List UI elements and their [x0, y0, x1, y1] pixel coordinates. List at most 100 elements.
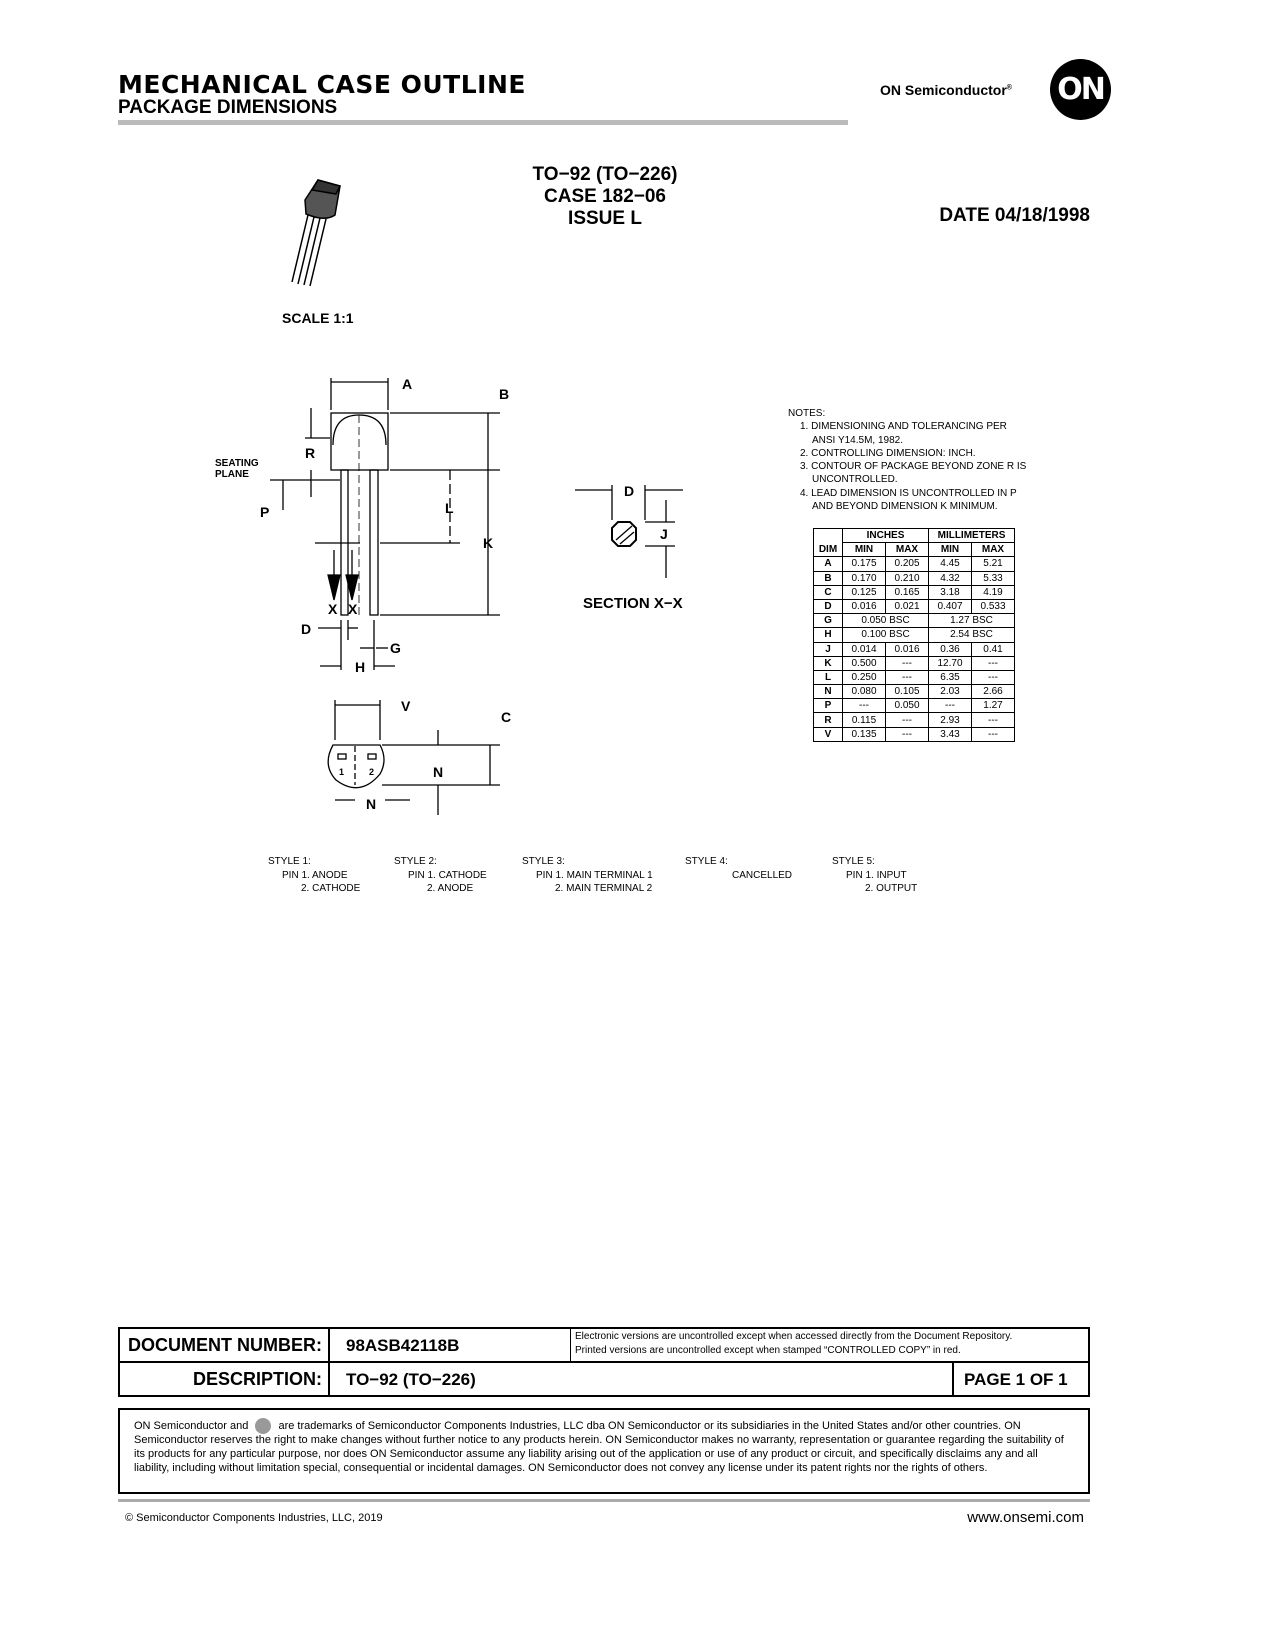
- note-item: 1. DIMENSIONING AND TOLERANCING PER ANSI…: [800, 421, 1007, 446]
- brand-text: ON Semiconductor: [880, 82, 1007, 98]
- label-d: D: [301, 621, 311, 637]
- style-title: STYLE 1:: [268, 856, 311, 867]
- table-cell: 2.54 BSC: [928, 627, 1015, 643]
- brand-reg: ®: [1006, 84, 1012, 92]
- col-header: MIN: [842, 542, 886, 558]
- table-cell: 0.080: [842, 684, 886, 700]
- table-cell: K: [813, 655, 843, 671]
- style-line: 2. ANODE: [427, 883, 474, 894]
- table-cell: G: [813, 613, 843, 629]
- brand-name: ON Semiconductor®: [880, 82, 1012, 98]
- website-link[interactable]: www.onsemi.com: [967, 1509, 1084, 1526]
- table-cell: 5.21: [971, 556, 1015, 572]
- table-cell: 5.33: [971, 570, 1015, 586]
- label-v: V: [401, 698, 411, 714]
- table-cell: 0.021: [885, 598, 929, 615]
- table-cell: P: [813, 698, 843, 714]
- table-cell: 4.32: [928, 570, 972, 586]
- style-block: STYLE 1: PIN 1. ANODE 2. CATHODE: [268, 855, 360, 896]
- label-x2: X: [348, 601, 358, 617]
- label-b: B: [499, 386, 509, 402]
- package-case: CASE 182−06: [544, 186, 666, 207]
- style-title: STYLE 4:: [685, 856, 728, 867]
- table-cell: D: [813, 598, 843, 615]
- table-cell: N: [813, 684, 843, 700]
- table-cell: ---: [971, 726, 1015, 742]
- style-line: PIN 1. INPUT: [846, 869, 907, 881]
- label-seating: SEATING: [215, 458, 259, 469]
- table-cell: 3.43: [928, 726, 972, 742]
- table-cell: C: [813, 584, 843, 600]
- table-cell: 3.18: [928, 584, 972, 600]
- table-cell: 0.41: [971, 641, 1015, 657]
- col-header: MIN: [928, 542, 972, 558]
- table-cell: ---: [885, 669, 929, 686]
- style-line: 2. MAIN TERMINAL 2: [555, 883, 653, 894]
- table-cell: 0.125: [842, 584, 886, 600]
- notice-line2: Printed versions are uncontrolled except…: [575, 1345, 961, 1356]
- label-h: H: [355, 659, 365, 675]
- table-cell: 0.175: [842, 556, 886, 572]
- table-cell: 2.93: [928, 712, 972, 728]
- table-cell: 0.407: [928, 598, 972, 615]
- legal-notice: ON Semiconductor and are trademarks of S…: [118, 1408, 1090, 1494]
- notes: NOTES: 1. DIMENSIONING AND TOLERANCING P…: [788, 407, 1028, 513]
- table-row: P---0.050---1.27: [813, 698, 1015, 714]
- table-cell: ---: [971, 655, 1015, 671]
- style-line: 2. CATHODE: [301, 883, 361, 894]
- label-n2: N: [366, 796, 376, 812]
- label-pin2: 2: [369, 767, 374, 777]
- footer-divider: [118, 1499, 1090, 1502]
- description-label: DESCRIPTION:: [120, 1363, 330, 1395]
- style-title: STYLE 5:: [832, 856, 875, 867]
- package-date: DATE 04/18/1998: [939, 205, 1090, 226]
- style-line: CANCELLED: [732, 869, 793, 881]
- table-cell: 0.533: [971, 598, 1015, 615]
- col-header: DIM: [813, 542, 843, 558]
- label-section-d: D: [624, 483, 634, 499]
- table-cell: H: [813, 627, 843, 643]
- table-cell: R: [813, 712, 843, 728]
- doc-title: MECHANICAL CASE OUTLINE: [118, 70, 526, 99]
- note-item: 4. LEAD DIMENSION IS UNCONTROLLED IN P A…: [800, 487, 1017, 513]
- label-l: L: [445, 500, 454, 516]
- table-cell: 1.27: [971, 698, 1015, 714]
- style-line: PIN 1. ANODE: [282, 869, 348, 881]
- label-c: C: [501, 709, 511, 725]
- blank-cell: [813, 527, 843, 543]
- label-section-j: J: [660, 526, 668, 542]
- section-label: SECTION X−X: [583, 595, 683, 612]
- table-cell: 0.170: [842, 570, 886, 586]
- label-plane: PLANE: [215, 469, 249, 480]
- description-value: TO−92 (TO−226): [346, 1370, 476, 1389]
- package-issue: ISSUE L: [568, 208, 642, 229]
- col-header: MAX: [885, 542, 929, 558]
- table-cell: 0.105: [885, 684, 929, 700]
- legal-text-b: are trademarks of Semiconductor Componen…: [134, 1419, 1064, 1474]
- style-line: 2. OUTPUT: [865, 883, 918, 894]
- table-cell: V: [813, 726, 843, 742]
- group-inches: INCHES: [842, 527, 929, 544]
- note-item: 3. CONTOUR OF PACKAGE BEYOND ZONE R IS U…: [800, 461, 1027, 486]
- table-cell: 0.050: [885, 698, 929, 714]
- table-cell: 0.115: [842, 712, 886, 728]
- table-cell: 4.45: [928, 556, 972, 572]
- document-info-box: DOCUMENT NUMBER: 98ASB42118B Electronic …: [118, 1327, 1090, 1397]
- table-cell: ---: [971, 712, 1015, 728]
- table-cell: 0.250: [842, 669, 886, 686]
- label-p: P: [260, 504, 269, 520]
- label-a: A: [402, 376, 412, 392]
- table-cell: A: [813, 556, 843, 572]
- col-header: MAX: [971, 542, 1015, 558]
- table-cell: 0.016: [885, 641, 929, 657]
- table-cell: ---: [885, 726, 929, 742]
